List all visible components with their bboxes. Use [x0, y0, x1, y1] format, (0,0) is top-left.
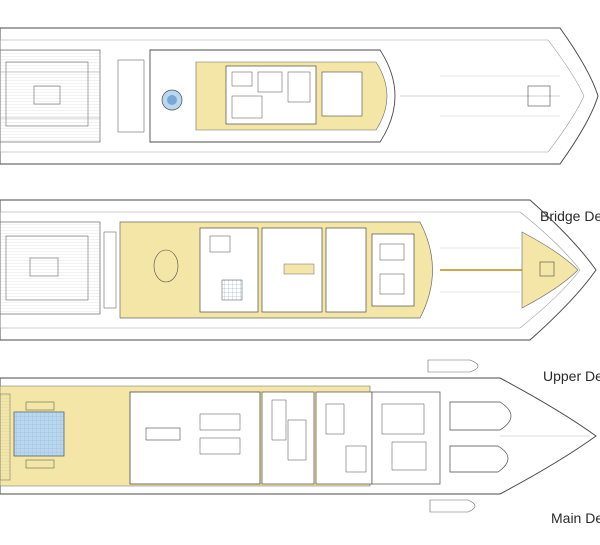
bridge-deck-plan [0, 199, 597, 341]
main-salon [129, 391, 261, 485]
bridge-deck-aft-platform [0, 221, 101, 315]
bridge-deck-hull-outline [0, 199, 597, 341]
bridge-deck-bow-highlight [521, 231, 579, 309]
sun-deck-aft-platform [0, 49, 101, 143]
upper-deck-label: Upper De [543, 368, 600, 384]
tender-silhouette-top [427, 359, 479, 373]
main-deck-label: Main De [551, 510, 600, 526]
bridge-deck-label: Bridge Dec [540, 208, 600, 224]
dining-table [153, 249, 179, 283]
tender-boat [449, 401, 512, 431]
sun-deck-hull-outline [0, 27, 599, 165]
dining-table-main [145, 427, 181, 441]
upper-deck-plan [0, 359, 597, 513]
upper-deck-hull-outline [0, 377, 597, 495]
tender-silhouette-bottom [429, 499, 476, 513]
sun-deck-plan [0, 27, 599, 165]
jet-tender [449, 445, 509, 473]
sun-deck-superstructure [149, 49, 396, 143]
